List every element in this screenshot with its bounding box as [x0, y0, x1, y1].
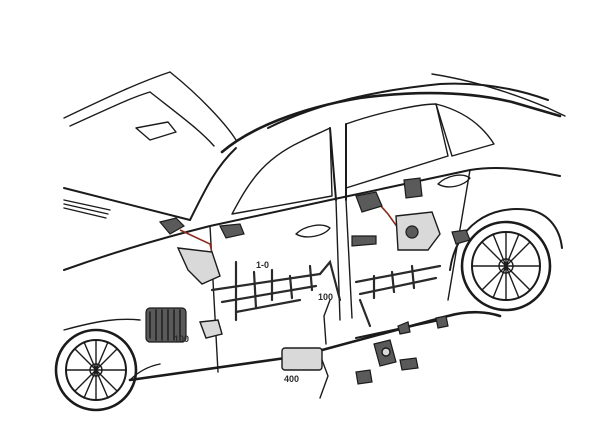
front-spokes — [65, 339, 127, 401]
front-control-bracket — [176, 247, 221, 285]
front-connector-cluster — [158, 217, 245, 239]
bottom-clip-right — [399, 357, 419, 371]
roof-line — [220, 91, 562, 154]
lower-body — [63, 318, 161, 381]
bottom-clip-left — [355, 369, 373, 385]
harness-riser — [318, 259, 372, 328]
front-wheel — [54, 328, 138, 412]
rear-spokes — [471, 231, 541, 301]
front-grille — [63, 199, 111, 219]
mirror — [135, 121, 177, 141]
a-pillar — [189, 147, 237, 221]
window-regulator-motor — [145, 307, 187, 343]
label-center-connector: 100 — [318, 292, 333, 302]
bottom-switch-assembly — [373, 339, 397, 367]
windshield — [63, 71, 237, 141]
front-tire — [54, 328, 138, 412]
diagram-labels: 1-0 100 100 400 — [174, 260, 333, 384]
windshield-inner — [69, 91, 215, 147]
latch-assembly — [403, 177, 423, 199]
main-harness-run — [210, 272, 322, 314]
sill-rod-end — [397, 315, 449, 335]
harness-drops-front — [234, 260, 314, 322]
side-body — [63, 166, 561, 271]
hood-line — [63, 187, 191, 221]
motor-ribs — [149, 309, 181, 341]
bottom-control-box — [281, 347, 329, 399]
sill-line — [128, 310, 502, 382]
label-top-harness: 1-0 — [256, 260, 269, 270]
rear-door-module — [395, 211, 441, 251]
harness-rear-door — [354, 264, 442, 300]
rear-door-handle — [437, 174, 471, 188]
car-body-outline — [63, 71, 566, 382]
rear-roof-edge — [431, 73, 566, 117]
center-lead — [323, 299, 331, 345]
lower-sensor — [199, 319, 223, 339]
box-cable — [319, 359, 329, 399]
quarter-window — [435, 103, 495, 157]
sill-rod — [355, 319, 441, 339]
front-door-handle — [295, 224, 331, 238]
box-body — [281, 347, 323, 371]
wiring-harness — [179, 195, 442, 328]
components — [145, 177, 471, 399]
b-pillar — [329, 123, 347, 201]
module-gear — [405, 225, 419, 239]
label-bottom-box: 400 — [284, 374, 299, 384]
roof-rail — [267, 82, 549, 129]
front-window — [231, 127, 333, 215]
switch-knob — [381, 347, 391, 357]
rear-fastener — [451, 229, 471, 245]
rear-connector-cluster — [351, 191, 383, 247]
label-lower-module: 100 — [174, 334, 189, 344]
rear-tire — [460, 220, 552, 312]
rear-wheel — [449, 208, 563, 312]
rear-window — [345, 103, 449, 189]
